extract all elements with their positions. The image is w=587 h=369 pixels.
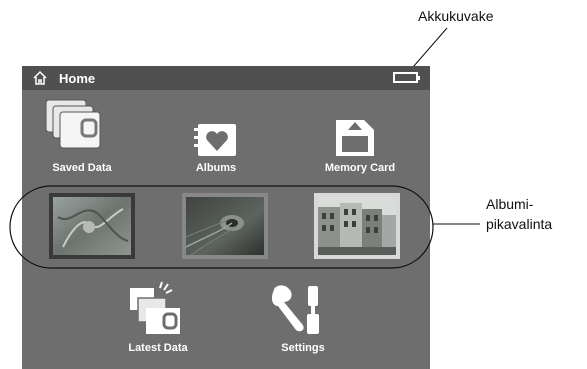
- battery-callout-label: Akkukuvake: [418, 8, 494, 24]
- battery-icon: [393, 72, 420, 83]
- title-bar: Home: [22, 66, 430, 90]
- latest-data-icon[interactable]: [126, 280, 188, 336]
- saved-data-label[interactable]: Saved Data: [52, 162, 112, 174]
- album-shortcut-3[interactable]: [314, 193, 400, 259]
- home-icon: [33, 70, 47, 85]
- album-thumbnail-2: [186, 197, 264, 255]
- memory-card-label[interactable]: Memory Card: [324, 162, 396, 174]
- latest-data-label[interactable]: Latest Data: [128, 342, 188, 354]
- page-title: Home: [59, 71, 96, 86]
- albums-icon[interactable]: [194, 122, 238, 158]
- settings-icon[interactable]: [270, 284, 326, 336]
- album-callout-label-line1: Albumi-: [486, 196, 534, 212]
- saved-data-icon[interactable]: [44, 98, 114, 150]
- memory-card-icon[interactable]: [334, 118, 376, 158]
- album-thumbnail-3: [318, 197, 396, 255]
- album-shortcut-1[interactable]: [49, 193, 135, 259]
- album-shortcut-2[interactable]: [182, 193, 268, 259]
- album-callout-label-line2: pikavalinta: [486, 216, 553, 232]
- settings-label[interactable]: Settings: [281, 342, 325, 354]
- device-screen: Home Saved Data Albums Memory Card: [22, 66, 430, 369]
- albums-label[interactable]: Albums: [195, 162, 237, 174]
- album-thumbnail-1: [53, 197, 131, 255]
